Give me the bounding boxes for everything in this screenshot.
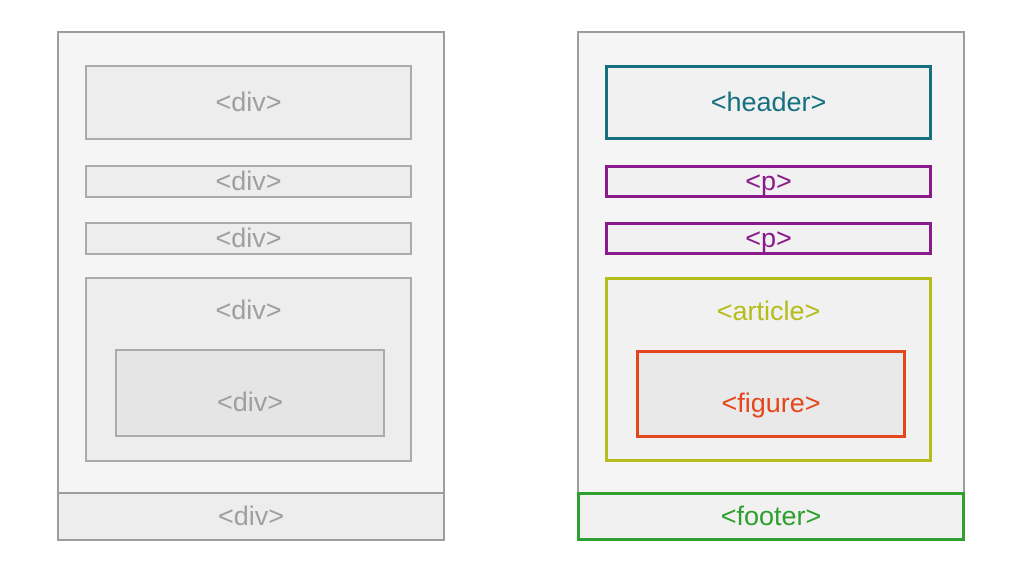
div-box-nested: <div> bbox=[115, 349, 385, 437]
paragraph-box-1: <p> bbox=[605, 165, 932, 198]
div-box-row2: <div> bbox=[85, 222, 412, 255]
figure-box: <figure> bbox=[636, 350, 906, 438]
div-box-top-label: <div> bbox=[215, 87, 282, 117]
div-box-large-label: <div> bbox=[215, 295, 282, 325]
div-box-footer: <div> bbox=[57, 492, 445, 541]
div-box-row1-label: <div> bbox=[215, 166, 282, 196]
footer-box-label: <footer> bbox=[720, 501, 822, 531]
paragraph-box-2-label: <p> bbox=[745, 223, 792, 253]
paragraph-box-2: <p> bbox=[605, 222, 932, 255]
header-box-label: <header> bbox=[710, 87, 827, 117]
div-box-row1: <div> bbox=[85, 165, 412, 198]
non-semantic-panel: <div> <div> <div> <div> <div> <div> bbox=[57, 31, 445, 541]
footer-box: <footer> bbox=[577, 492, 965, 541]
header-box: <header> bbox=[605, 65, 932, 140]
div-box-nested-label: <div> bbox=[216, 386, 284, 417]
div-box-top: <div> bbox=[85, 65, 412, 140]
div-box-large: <div> <div> bbox=[85, 277, 412, 462]
article-box-label: <article> bbox=[716, 296, 821, 326]
div-box-footer-label: <div> bbox=[217, 501, 285, 531]
paragraph-box-1-label: <p> bbox=[745, 166, 792, 196]
figure-box-label: <figure> bbox=[721, 387, 821, 418]
article-box: <article> <figure> bbox=[605, 277, 932, 462]
semantic-panel: <header> <p> <p> <article> <figure> <foo… bbox=[577, 31, 965, 541]
div-box-row2-label: <div> bbox=[215, 223, 282, 253]
